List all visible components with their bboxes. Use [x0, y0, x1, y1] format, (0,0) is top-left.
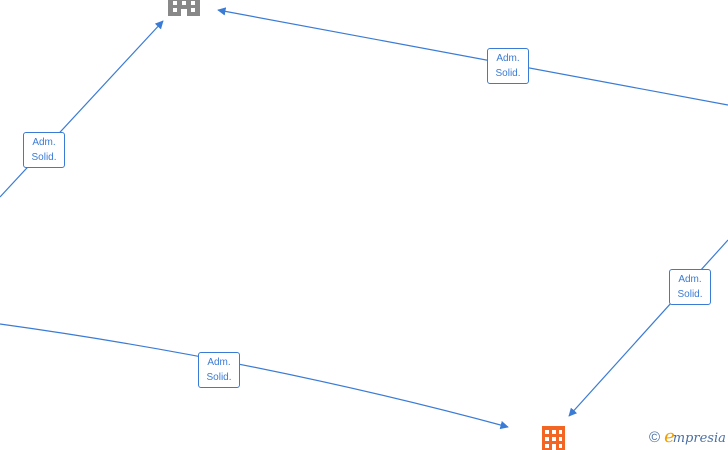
edge-label-line2: Solid. — [495, 68, 521, 79]
brand-logo[interactable]: empresia — [664, 428, 726, 448]
brand-name: mpresia — [672, 431, 726, 446]
edge-label-line2: Solid. — [206, 372, 232, 383]
edge-label-line1: Adm. — [207, 357, 231, 368]
edge-label-right-to-bottom[interactable]: Adm. Solid. — [669, 269, 711, 305]
copyright-icon: © — [649, 429, 661, 446]
building-icon[interactable] — [168, 0, 200, 16]
edge-line-left-to-top — [0, 20, 164, 198]
building-icon[interactable] — [542, 426, 565, 450]
edge-label-line2: Solid. — [31, 152, 57, 163]
edge-label-right-to-top[interactable]: Adm. Solid. — [487, 48, 529, 84]
edge-label-line1: Adm. — [678, 274, 702, 285]
edge-label-line1: Adm. — [32, 137, 56, 148]
edge-label-line1: Adm. — [496, 53, 520, 64]
edge-label-line2: Solid. — [677, 289, 703, 300]
brand-initial: e — [664, 426, 675, 447]
edge-line-right-to-bottom — [568, 239, 728, 417]
edge-label-left-to-top[interactable]: Adm. Solid. — [23, 132, 65, 168]
edge-label-left-to-bottom[interactable]: Adm. Solid. — [198, 352, 240, 388]
brand-footer: © empresia — [649, 428, 726, 448]
edge-line-left-to-bottom — [0, 323, 509, 430]
edge-line-right-to-top — [217, 7, 728, 106]
